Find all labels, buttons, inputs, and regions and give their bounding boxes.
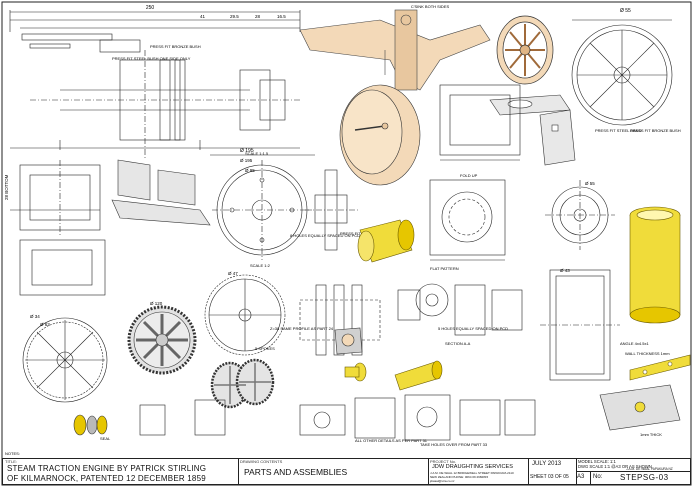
pin-3d: [344, 360, 443, 391]
dwg-scale: DWG SCALE 1:1 @A3 OR AS SHOWN: [578, 464, 652, 469]
dim-16: 16.5: [277, 14, 286, 19]
bottom-parts: [139, 394, 536, 441]
model-scale: MODEL SCALE: 1:1: [578, 459, 616, 464]
dim-top: 250: [146, 5, 155, 11]
gear-front: [22, 317, 108, 403]
views-left: [10, 160, 106, 296]
note-notes: NOTES:: [5, 451, 20, 456]
scale-cell: MODEL SCALE: 1:1 DWG SCALE 1:1 @A3 OR AS…: [576, 459, 690, 471]
diameter-label: Ø 195: [240, 158, 253, 163]
note-wall: WALL THICKNESS 1mm: [625, 351, 670, 356]
plate-3d: [599, 384, 681, 431]
diameter-label: Ø 47: [228, 271, 238, 276]
bracket-view: [439, 84, 521, 161]
note-fold-up: FOLD UP: [460, 173, 478, 178]
drawing-number: STEPSG-03: [620, 473, 669, 482]
company-cell: PROJECT No. JDW DRAUGHTING SERVICES J.A.…: [428, 459, 529, 484]
brackets-3d: [111, 159, 211, 226]
dim-41: 41: [200, 14, 206, 19]
diameter-label: Ø 43: [560, 268, 570, 273]
drawn-by: J.A.M. DE WAAL PAPAKURA NZ: [626, 467, 673, 471]
note-scale-115-a: SCALE 1:1.5: [245, 151, 269, 156]
company-email: jdwaal@xtra.co.nz: [430, 479, 455, 483]
cylinder-section: [540, 269, 620, 381]
cylinder-3d: [629, 206, 681, 324]
contents-label: DRAWING CONTENTS: [240, 459, 283, 464]
diameter-label: Ø 55: [585, 181, 595, 186]
hub-side: [305, 169, 360, 251]
disc-front: [210, 154, 315, 260]
note-take-holes: TAKE HOLES OVER FROM PART 33: [420, 442, 488, 447]
note-press-fit-steel-band: PRESS FIT STEEL BAND: [595, 128, 642, 133]
note-flat-pattern: FLAT PATTERN: [430, 266, 459, 271]
note-all-other: ALL OTHER DETAILS AS PER PART 31: [355, 438, 428, 443]
title-line-1: STEAM TRACTION ENGINE BY PATRICK STIRLIN…: [7, 464, 207, 473]
section-aa: [397, 283, 523, 336]
bracket-3d: [489, 94, 576, 166]
diameter-label: Ø 34: [30, 314, 40, 319]
project-label: PROJECT No.: [430, 459, 456, 464]
gear-large: [127, 305, 197, 375]
company-name: JDW DRAUGHTING SERVICES: [432, 464, 514, 470]
fold-plate: [429, 179, 506, 261]
wheel-3d: [496, 15, 554, 85]
beam-3d: [299, 9, 491, 91]
company-address: J.A.M. DE WAAL 12 BRIDGEWELL STREET PAPA…: [430, 471, 514, 475]
wheel-front: [571, 19, 673, 126]
sheet-value: SHEET 03 OF 05: [530, 474, 569, 480]
note-csink: C'SINK BOTH SIDES: [411, 4, 450, 9]
dim-28: 28: [255, 14, 261, 19]
note-angle: ANGLE 4x4.5x1: [620, 341, 649, 346]
note-5holes: 5 HOLES EQUALLY SPACED ON PCD: [438, 326, 508, 331]
note-5spokes: 5 SPOKES: [255, 346, 275, 351]
note-section-aa: SECTION A-A: [445, 341, 471, 346]
date-cell: JULY 2013 SHEET 03 OF 05: [528, 459, 577, 484]
note-1mm: 1mm THICK: [640, 432, 662, 437]
note-press-fit-bronze: PRESS FIT BRONZE BUSH: [150, 44, 201, 49]
number-cell: No: STEPSG-03: [590, 471, 690, 485]
diameter-label: Ø 120: [150, 301, 163, 306]
title-cell: TITLE: STEAM TRACTION ENGINE BY PATRICK …: [3, 459, 239, 484]
size-value: A3: [577, 474, 585, 480]
seal-parts: [73, 414, 108, 436]
note-press-fit-steel: PRESS FIT STEEL BUSH ONE SIDE ONLY: [112, 56, 191, 61]
note-press-fit: PRESS FIT: [340, 231, 361, 236]
dim-29: 29.5: [230, 14, 239, 19]
date-value: JULY 2013: [532, 461, 562, 467]
company-address-2: NEW ZEALAND PHONE: 0064 09 2982815: [430, 475, 489, 479]
dim-bottom: 28 BOTTOM: [4, 174, 9, 200]
title-label: TITLE:: [5, 459, 18, 464]
note-press-fit-bronze-bush2: PRESS FIT BRONZE BUSH: [630, 128, 681, 133]
bearing-3d: [334, 327, 363, 355]
note-z38: Z=38 SAME PROFILE AS PART 24: [270, 326, 334, 331]
bush-3d: [357, 219, 415, 263]
note-8holes: 8 HOLES EQUALLY SPACED ON PCD: [290, 233, 360, 238]
title-block: TITLE: STEAM TRACTION ENGINE BY PATRICK …: [2, 458, 691, 485]
disc-3d: [339, 84, 421, 186]
dia-195: Ø 195: [240, 148, 254, 154]
gear-small: [204, 274, 286, 356]
dia-55: Ø 55: [620, 8, 631, 14]
cylinder-top-view: [545, 180, 615, 250]
no-label: No:: [593, 474, 603, 480]
angle-part: [629, 354, 691, 381]
diameter-label: Ø 63: [40, 322, 50, 327]
note-seal: SEAL: [100, 436, 111, 441]
contents-cell: DRAWING CONTENTS PARTS AND ASSEMBLIES: [238, 459, 429, 484]
diameter-label: Ø 95: [245, 168, 255, 173]
beam-part: [9, 10, 301, 160]
size-cell: A3: [576, 471, 591, 485]
note-scale-12: SCALE 1:2: [250, 263, 271, 268]
gear-pair-3d: [210, 358, 275, 409]
title-line-2: OF KILMARNOCK, PATENTED 12 DECEMBER 1859: [7, 474, 206, 483]
contents-value: PARTS AND ASSEMBLIES: [244, 467, 348, 477]
